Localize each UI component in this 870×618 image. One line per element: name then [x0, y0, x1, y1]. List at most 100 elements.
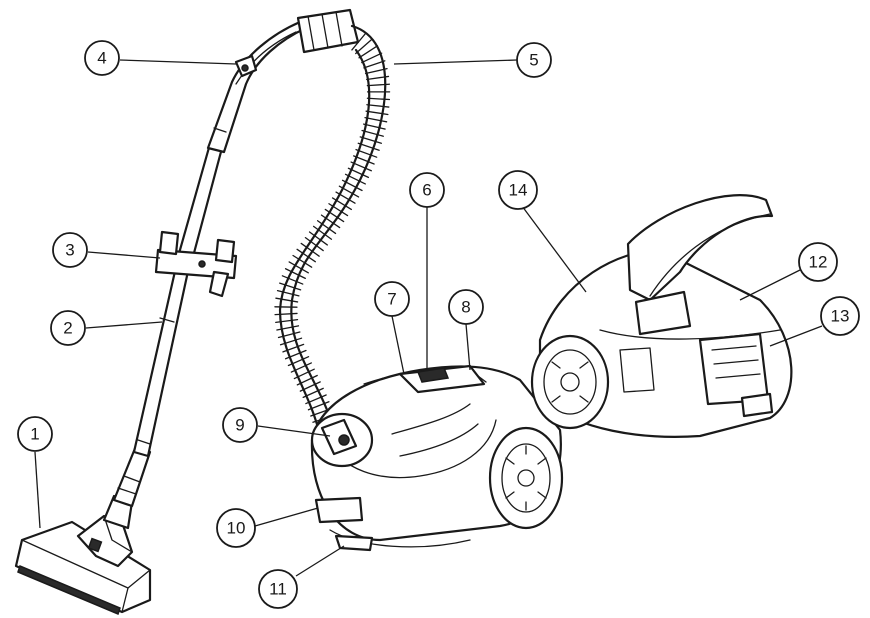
main-body-drawing	[310, 364, 564, 552]
hose-rib	[293, 368, 315, 380]
leader-12	[739, 269, 801, 301]
hose-rib	[355, 148, 378, 158]
leader-7	[391, 315, 405, 375]
hose-rib	[351, 32, 367, 51]
callout-6: 6	[409, 172, 445, 208]
leader-8	[465, 323, 471, 371]
leader-13	[769, 325, 823, 347]
callout-9-label: 9	[235, 416, 244, 435]
hose-rib	[284, 349, 307, 360]
hose-rib	[300, 242, 320, 257]
callout-4-label: 4	[97, 49, 106, 68]
hose-rib	[292, 254, 313, 268]
callout-12-label: 12	[809, 253, 828, 272]
callout-13-label: 13	[831, 307, 850, 326]
hose-rib	[279, 337, 303, 346]
hose-rib	[353, 155, 375, 165]
leader-lines	[34, 59, 823, 577]
hose-rib	[296, 374, 318, 386]
hose-rib	[279, 282, 302, 291]
hose-rib	[275, 297, 299, 303]
hose-rib	[347, 167, 370, 179]
hose-rib	[296, 248, 316, 263]
hose-rib	[350, 161, 372, 172]
callout-4: 4	[84, 40, 120, 76]
callout-1-label: 1	[30, 425, 39, 444]
hose-rib	[357, 142, 380, 151]
leader-10	[254, 507, 319, 527]
callout-7: 7	[374, 281, 410, 317]
callout-1: 1	[17, 416, 53, 452]
callout-2-label: 2	[63, 319, 72, 338]
hose-rib	[276, 289, 300, 297]
flexible-hose-drawing	[274, 8, 391, 438]
hose-ribs	[274, 32, 391, 430]
hose-rib	[287, 356, 310, 367]
hose-rib	[320, 214, 341, 229]
hose-rib	[277, 331, 301, 339]
hose-rib	[305, 394, 327, 405]
callout-3-label: 3	[65, 241, 74, 260]
callout-7-label: 7	[387, 290, 396, 309]
hose-rib	[366, 75, 390, 81]
callout-10-label: 10	[227, 519, 246, 538]
callout-8: 8	[448, 289, 484, 325]
hose-rib	[312, 225, 333, 240]
callout-12: 12	[798, 242, 838, 282]
callout-8-label: 8	[461, 298, 470, 317]
callout-5-label: 5	[529, 51, 538, 70]
callout-3: 3	[52, 232, 88, 268]
hose-rib	[308, 231, 328, 246]
tool-clip-drawing	[154, 230, 238, 298]
callout-11: 11	[258, 569, 298, 609]
hose-rib	[282, 343, 305, 353]
hose-rib	[302, 387, 324, 399]
leader-14	[521, 205, 587, 293]
hose-rib	[344, 173, 366, 185]
hose-rib	[364, 116, 388, 123]
hose-rib	[363, 123, 386, 130]
hose-rib	[361, 129, 384, 137]
handle-drawing	[206, 20, 308, 154]
hose-rib	[361, 52, 383, 64]
hose-rib	[365, 110, 389, 116]
callout-10: 10	[216, 508, 256, 548]
hose-rib	[307, 401, 330, 411]
hose-rib	[366, 97, 391, 101]
hose-rib	[355, 38, 373, 55]
hose-rib	[299, 381, 321, 392]
callout-14: 14	[498, 170, 538, 210]
hose-rib	[324, 208, 345, 223]
hose-rib	[338, 185, 360, 198]
hose-rib	[331, 197, 352, 211]
hose-rib	[281, 275, 304, 285]
hose-rib	[364, 67, 388, 75]
hose-rib	[328, 203, 349, 217]
leader-1	[34, 451, 41, 529]
hose-rib	[290, 362, 312, 373]
leader-2	[85, 321, 163, 329]
open-body-drawing	[530, 194, 793, 438]
callout-9: 9	[222, 407, 258, 443]
hose-rib	[304, 236, 324, 252]
hose-rib	[366, 104, 390, 108]
leader-9	[257, 425, 331, 437]
callout-6-label: 6	[422, 181, 431, 200]
leader-3	[87, 251, 161, 259]
leader-5	[393, 59, 518, 65]
callout-2: 2	[50, 310, 86, 346]
hose-rib	[288, 261, 309, 274]
hose-rib	[276, 325, 300, 331]
leader-11	[295, 545, 345, 577]
hose-rib	[275, 318, 299, 323]
hose-rib	[341, 179, 363, 192]
callout-13: 13	[820, 296, 860, 336]
hose-rib	[274, 312, 298, 316]
hose-rib	[359, 136, 382, 144]
callout-11-label: 11	[269, 580, 287, 599]
hose-rib	[363, 60, 386, 69]
leader-4	[119, 59, 237, 65]
callout-5: 5	[516, 42, 552, 78]
hose-rib	[284, 268, 306, 280]
